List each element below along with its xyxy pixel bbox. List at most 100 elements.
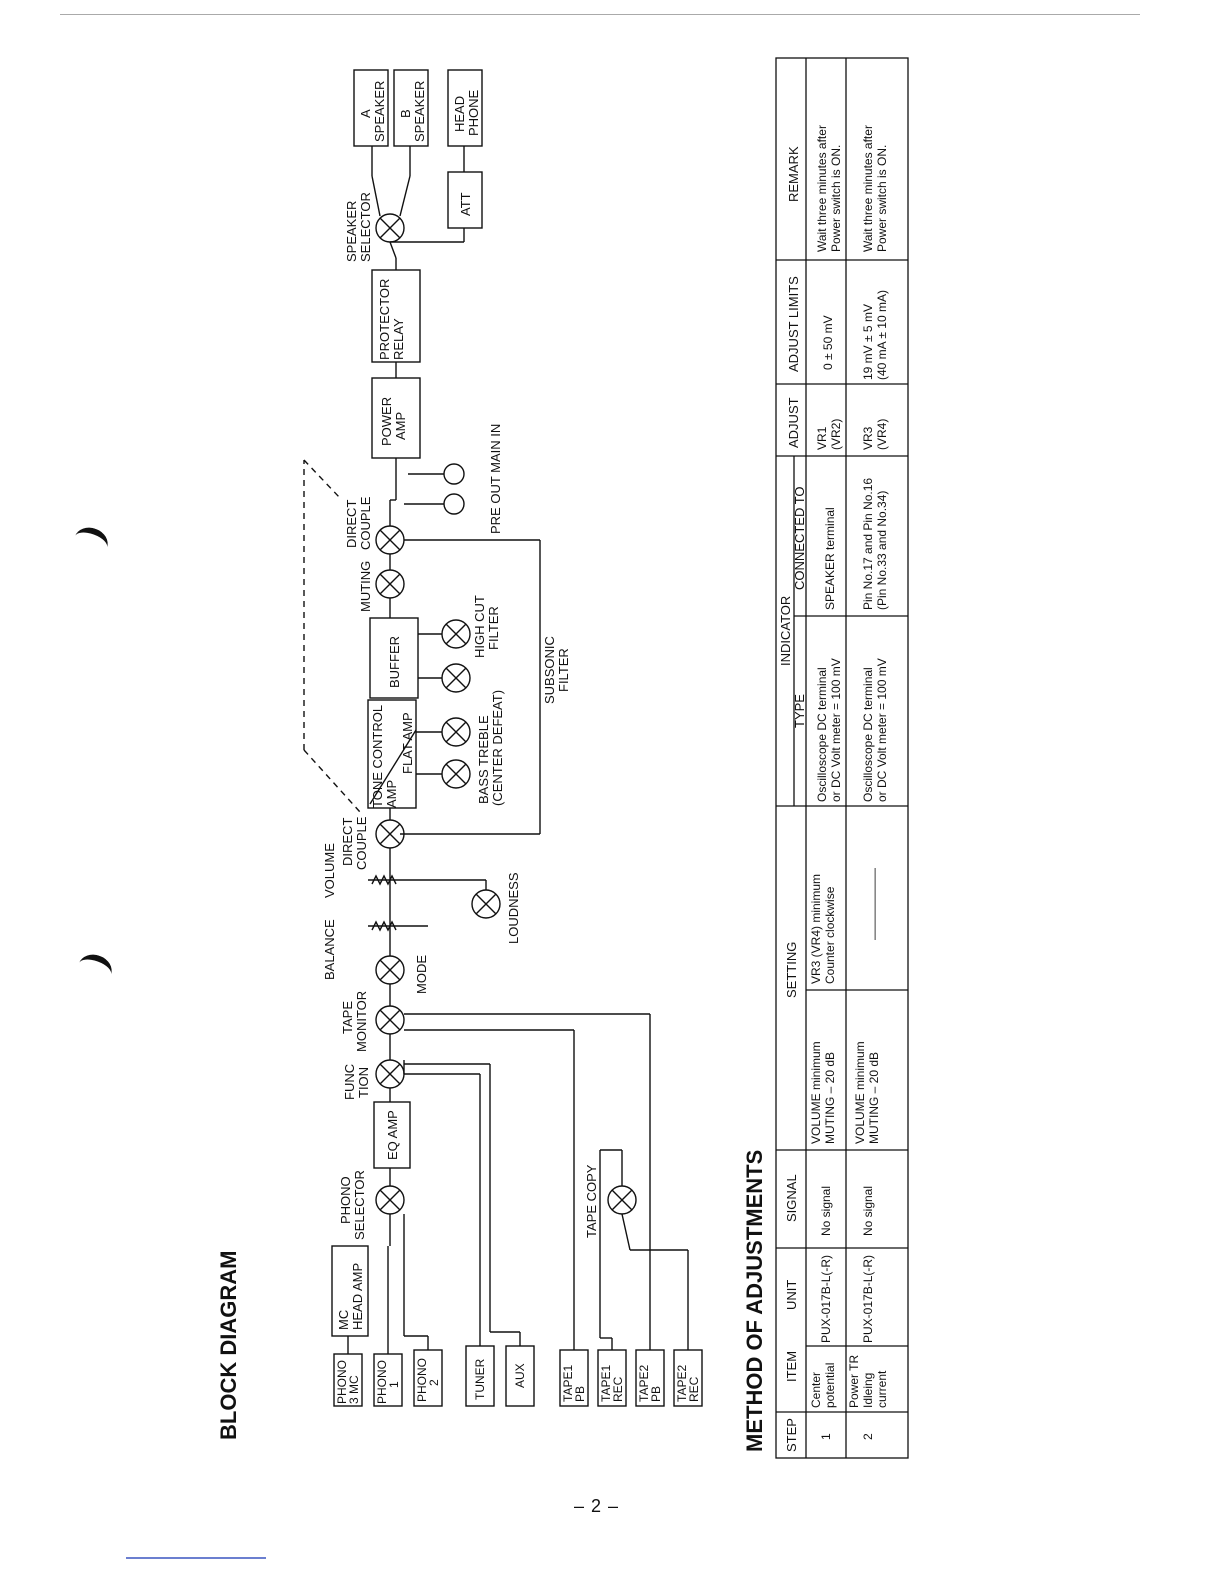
buffer-box — [369, 617, 419, 699]
label-function-2: TION — [356, 1067, 371, 1098]
header-step: STEP — [784, 1418, 799, 1452]
row1-signal: No signal — [819, 1186, 833, 1236]
label-phono1: PHONO — [375, 1360, 389, 1404]
label-phono3mc-2: 3 MC — [347, 1375, 361, 1404]
header-connected-to: CONNECTED TO — [792, 486, 807, 590]
label-loudness: LOUDNESS — [506, 872, 521, 944]
row2-item: Power TR — [847, 1355, 861, 1408]
row1-connected: SPEAKER terminal — [823, 507, 837, 610]
label-eq-amp: EQ AMP — [385, 1110, 400, 1160]
row1-setting1: VOLUME minimum — [809, 1041, 823, 1144]
mc-head-amp-box — [331, 1245, 369, 1337]
table-row: 1 Center potential PUX-017B-L(-R) No sig… — [809, 125, 843, 1440]
row2-adjust: VR3 — [861, 426, 875, 450]
label-phono3mc: PHONO — [335, 1360, 349, 1404]
label-tone-amp: AMP — [384, 780, 399, 808]
header-adjust: ADJUST — [786, 397, 801, 448]
row2-connected: Pin No.17 and Pin No.16 — [861, 478, 875, 610]
label-flat-amp: FLAT AMP — [400, 712, 415, 774]
label-subsonic: SUBSONIC — [542, 636, 557, 704]
row1-item: Center — [809, 1372, 823, 1408]
label-protector-relay: PROTECTOR — [377, 279, 392, 360]
header-signal: SIGNAL — [784, 1174, 799, 1222]
row2-type-2: or DC Volt meter = 100 mV — [875, 658, 889, 802]
label-tape2pb: TAPE2 — [637, 1365, 651, 1402]
tone-control-box — [367, 699, 417, 809]
row2-limits: 19 mV ± 5 mV — [861, 304, 875, 380]
header-adjust-limits: ADJUST LIMITS — [786, 276, 801, 372]
label-tuner: TUNER — [473, 1358, 487, 1400]
label-tape1pb: TAPE1 — [561, 1365, 575, 1402]
label-power-amp-2: AMP — [393, 412, 408, 440]
label-tape2rec-2: REC — [687, 1376, 701, 1402]
label-tape1rec-2: REC — [611, 1376, 625, 1402]
row2-setting1-2: MUTING – 20 dB — [867, 1052, 881, 1144]
label-phono2: PHONO — [415, 1358, 429, 1402]
label-high-cut-2: FILTER — [486, 606, 501, 650]
label-subsonic-2: FILTER — [556, 648, 571, 692]
label-mc-head-amp-2: HEAD AMP — [350, 1263, 365, 1330]
label-power-amp: POWER — [379, 397, 394, 446]
input-labels: PHONO 3 MC PHONO 1 PHONO 2 TUNER AUX TAP… — [335, 1358, 701, 1404]
a-speaker-box — [353, 69, 389, 147]
label-a-speaker-2: SPEAKER — [372, 81, 387, 142]
row2-step: 2 — [861, 1433, 875, 1440]
headphone-box — [447, 69, 483, 147]
b-speaker-box — [393, 69, 429, 147]
label-direct-couple-2: DIRECT — [344, 500, 359, 548]
label-speaker-selector: SPEAKER — [344, 201, 359, 262]
eq-amp-box — [373, 1101, 411, 1169]
row1-unit: PUX-017B-L(-R) — [819, 1255, 833, 1343]
header-item: ITEM — [784, 1351, 799, 1382]
row2-signal: No signal — [861, 1186, 875, 1236]
row2-item-2: Idleing — [861, 1373, 875, 1408]
label-tone-control: TONE CONTROL — [370, 705, 385, 808]
row1-setting2-2: Counter clockwise — [823, 886, 837, 984]
label-att: ATT — [458, 192, 473, 216]
att-box — [447, 171, 483, 229]
row2-remark-2: Power switch is ON. — [875, 145, 889, 252]
label-mode: MODE — [414, 955, 429, 994]
label-tape2pb-2: PB — [649, 1386, 663, 1402]
label-b-speaker: B — [398, 109, 413, 118]
label-b-speaker-2: SPEAKER — [412, 81, 427, 142]
row2-limits-2: (40 mA ± 10 mA) — [875, 290, 889, 380]
row2-remark: Wait three minutes after — [861, 125, 875, 252]
label-function: FUNC — [342, 1064, 357, 1100]
row1-remark: Wait three minutes after — [815, 125, 829, 252]
header-unit: UNIT — [784, 1280, 799, 1310]
page-number: – 2 – — [574, 1496, 620, 1516]
row1-item-2: potential — [823, 1363, 837, 1408]
table-row: 2 Power TR Idleing current PUX-017B-L(-R… — [847, 125, 889, 1440]
label-phono-selector: PHONO — [338, 1176, 353, 1224]
header-type: TYPE — [792, 694, 807, 728]
row2-unit: PUX-017B-L(-R) — [861, 1255, 875, 1343]
label-high-cut: HIGH CUT — [472, 595, 487, 658]
label-balance: BALANCE — [322, 919, 337, 980]
label-direct-couple-1b: COUPLE — [354, 816, 369, 870]
label-buffer: BUFFER — [387, 636, 402, 688]
row2-adjust-2: (VR4) — [875, 419, 889, 450]
row1-adjust-2: (VR2) — [829, 419, 843, 450]
label-volume: VOLUME — [322, 843, 337, 898]
scan-bottom-line — [126, 1557, 266, 1559]
row1-adjust: VR1 — [815, 426, 829, 450]
label-protector-relay-2: RELAY — [391, 318, 406, 360]
label-tape-copy: TAPE COPY — [584, 1164, 599, 1238]
table-headers: STEP ITEM UNIT SIGNAL SETTING INDICATOR … — [778, 146, 807, 1452]
label-tape1pb-2: PB — [573, 1386, 587, 1402]
label-direct-couple-1: DIRECT — [340, 818, 355, 866]
header-indicator: INDICATOR — [778, 596, 793, 666]
label-mc-head-amp: MC — [336, 1310, 351, 1330]
tone-flat-divider — [369, 729, 417, 805]
label-aux: AUX — [513, 1363, 527, 1388]
label-phono2-2: 2 — [427, 1379, 441, 1386]
row2-connected-2: (Pin No.33 and No.34) — [875, 491, 889, 610]
row1-setting2: VR3 (VR4) minimum — [809, 874, 823, 984]
label-headphone: HEAD — [452, 96, 467, 132]
row1-type-2: or DC Volt meter = 100 mV — [829, 658, 843, 802]
label-muting: MUTING — [358, 561, 373, 612]
row1-step: 1 — [819, 1433, 833, 1440]
